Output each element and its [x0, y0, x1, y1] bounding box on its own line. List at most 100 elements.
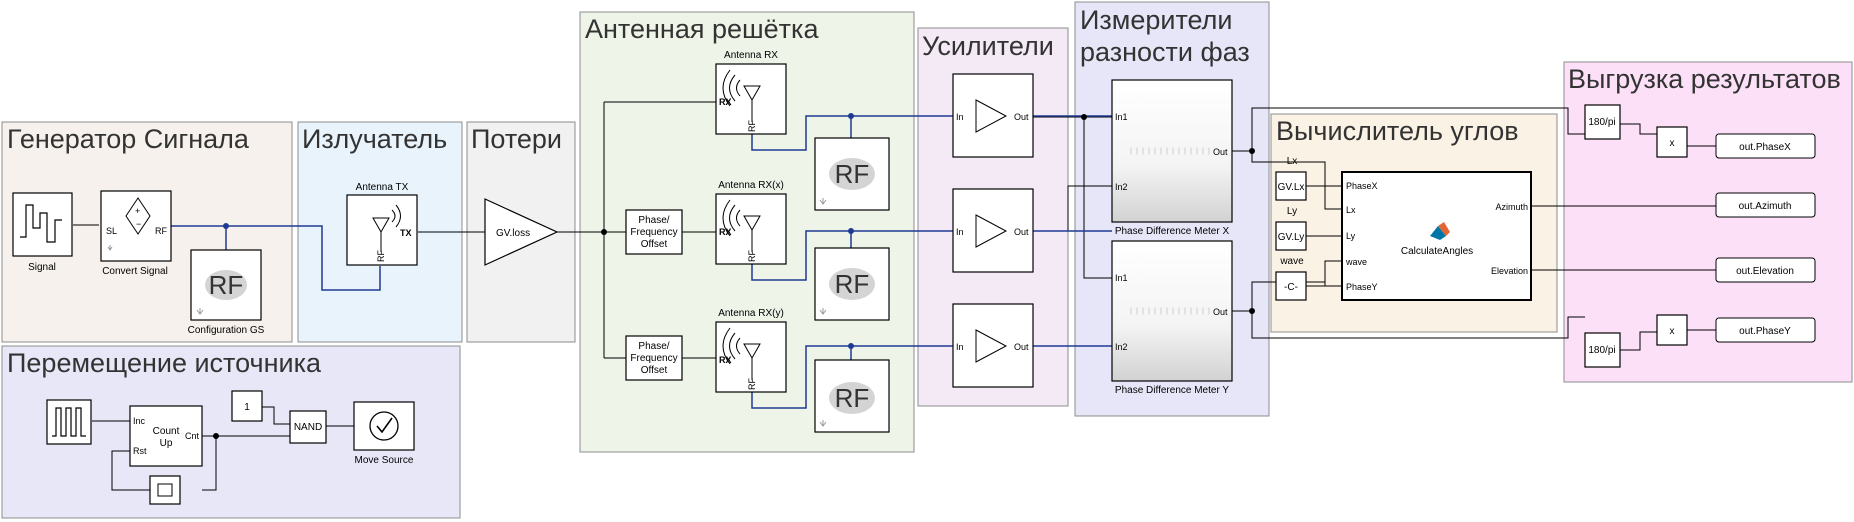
- svg-text:GV.Ly: GV.Ly: [1278, 232, 1305, 243]
- calculate-angles-block[interactable]: PhaseX Lx Ly wave PhaseY Azimuth Elevati…: [1341, 171, 1532, 301]
- svg-text:GV.Lx: GV.Lx: [1278, 182, 1305, 193]
- gain-180-pi-block-1[interactable]: 180/pi: [1584, 104, 1621, 140]
- amplifier-block-2[interactable]: In Out: [952, 188, 1034, 273]
- wave-constant[interactable]: wave -C-: [1275, 256, 1307, 301]
- configuration-gs-label: Configuration GS: [188, 325, 265, 336]
- area-title-emitter: Излучатель: [302, 124, 447, 154]
- counter-block[interactable]: Inc Rst Cnt Count Up: [129, 405, 203, 467]
- svg-text:wave: wave: [1279, 256, 1304, 267]
- antenna-tx-block[interactable]: TX RF Antenna TX: [346, 182, 418, 266]
- svg-text:In2: In2: [1115, 182, 1128, 192]
- antenna-rx-x-label: Antenna RX(x): [718, 180, 784, 191]
- svg-text:RF: RF: [747, 120, 757, 132]
- product-block-2[interactable]: x: [1656, 314, 1688, 346]
- rf-glyph: RF: [209, 270, 244, 300]
- move-source-label: Move Source: [355, 455, 414, 466]
- matlab-icon: [1430, 222, 1450, 240]
- phase-frequency-offset-block-1[interactable]: Phase/ Frequency Offset: [625, 209, 683, 255]
- antenna-rx-block[interactable]: RX RF Antenna RX: [715, 50, 787, 135]
- svg-text:PhaseY: PhaseY: [1346, 282, 1378, 292]
- svg-text:−: −: [136, 219, 141, 229]
- svg-text:Phase/: Phase/: [638, 215, 669, 226]
- svg-text:Phase/: Phase/: [638, 341, 669, 352]
- output-phasey[interactable]: out.PhaseY: [1715, 317, 1816, 343]
- antenna-rx-y-block[interactable]: RX RF Antenna RX(y): [715, 308, 787, 393]
- gain-180-pi-block-2[interactable]: 180/pi: [1584, 332, 1621, 368]
- svg-text:RF: RF: [747, 250, 757, 262]
- tx-label: TX: [400, 228, 412, 238]
- svg-text:Out: Out: [1014, 227, 1029, 237]
- amplifier-block-1[interactable]: In Out: [952, 73, 1034, 158]
- phase-difference-meter-y[interactable]: In1 In2 Out Phase Difference Meter Y: [1111, 240, 1233, 396]
- output-elevation[interactable]: out.Elevation: [1715, 257, 1816, 283]
- reset-feedback-block[interactable]: [149, 475, 181, 505]
- signal-block[interactable]: Signal: [12, 192, 73, 273]
- gv-lx-constant[interactable]: Lx GV.Lx: [1275, 156, 1307, 201]
- area-title-results-export: Выгрузка результатов: [1568, 64, 1841, 94]
- svg-text:180/pi: 180/pi: [1588, 117, 1615, 128]
- svg-text:Lx: Lx: [1346, 205, 1356, 215]
- junction-dots: [213, 113, 1255, 439]
- rx-label: RX: [719, 97, 732, 107]
- svg-text:Cnt: Cnt: [185, 431, 200, 441]
- svg-text:Frequency: Frequency: [630, 353, 677, 364]
- svg-text:Ly: Ly: [1346, 231, 1356, 241]
- svg-text:In: In: [956, 112, 964, 122]
- svg-text:x: x: [1670, 138, 1675, 149]
- svg-text:Offset: Offset: [641, 365, 668, 376]
- area-title-signal-generator: Генератор Сигнала: [7, 124, 250, 154]
- svg-text:Inc: Inc: [133, 416, 146, 426]
- svg-text:Up: Up: [160, 438, 173, 449]
- svg-text:Out: Out: [1014, 342, 1029, 352]
- amplifier-block-3[interactable]: In Out: [952, 303, 1034, 388]
- svg-text:RF: RF: [835, 269, 870, 299]
- area-title-angle-calculator: Вычислитель углов: [1276, 116, 1519, 146]
- convert-signal-block[interactable]: + − SL RF Convert Signal: [100, 190, 172, 277]
- svg-text:Azimuth: Azimuth: [1495, 202, 1528, 212]
- svg-text:NAND: NAND: [294, 422, 322, 433]
- move-source-block[interactable]: Move Source: [353, 401, 415, 466]
- product-block-1[interactable]: x: [1656, 126, 1688, 158]
- gv-loss-label: GV.loss: [496, 228, 530, 239]
- convert-signal-label: Convert Signal: [102, 266, 168, 277]
- rf-wires: [166, 115, 1112, 409]
- rx-x-label: RX: [719, 227, 732, 237]
- area-title-losses: Потери: [471, 124, 562, 154]
- svg-text:out.Elevation: out.Elevation: [1736, 266, 1794, 277]
- area-title-phase-meters-line1: Измерители: [1080, 5, 1232, 35]
- rf-config-block-1[interactable]: RF: [814, 137, 890, 211]
- output-azimuth[interactable]: out.Azimuth: [1715, 192, 1816, 218]
- svg-text:out.PhaseY: out.PhaseY: [1739, 326, 1791, 337]
- gv-loss-gain-block[interactable]: GV.loss: [484, 198, 559, 266]
- gv-ly-constant[interactable]: Ly GV.Ly: [1275, 206, 1307, 251]
- svg-text:RF: RF: [835, 159, 870, 189]
- area-title-phase-meters-line2: разности фаз: [1080, 37, 1250, 67]
- phase-difference-meter-x[interactable]: In1 In2 Out Phase Difference Meter X: [1111, 79, 1233, 237]
- rf-config-block-2[interactable]: RF: [814, 247, 890, 321]
- svg-text:-C-: -C-: [1284, 282, 1298, 293]
- svg-text:Out: Out: [1213, 307, 1228, 317]
- output-phasex[interactable]: out.PhaseX: [1715, 133, 1816, 159]
- nand-block[interactable]: NAND: [289, 410, 327, 444]
- antenna-tx-label: Antenna TX: [356, 182, 409, 193]
- constant-one-block[interactable]: 1: [231, 390, 263, 422]
- area-title-amplifiers: Усилители: [922, 31, 1054, 61]
- svg-text:wave: wave: [1345, 257, 1367, 267]
- rf-config-block-3[interactable]: RF: [814, 359, 890, 433]
- pulse-generator-block[interactable]: [46, 399, 92, 445]
- svg-text:RF: RF: [376, 250, 386, 262]
- convert-rf-label: RF: [155, 226, 167, 236]
- antenna-rx-label: Antenna RX: [724, 50, 778, 61]
- svg-text:Frequency: Frequency: [630, 227, 677, 238]
- svg-text:Lx: Lx: [1287, 156, 1298, 167]
- svg-text:In: In: [956, 342, 964, 352]
- svg-text:Elevation: Elevation: [1491, 266, 1528, 276]
- pdm-x-label: Phase Difference Meter X: [1115, 226, 1230, 237]
- svg-text:Out: Out: [1014, 112, 1029, 122]
- antenna-rx-x-block[interactable]: RX RF Antenna RX(x): [715, 180, 787, 265]
- configuration-gs-block[interactable]: RF Configuration GS: [188, 249, 265, 336]
- svg-text:1: 1: [244, 402, 250, 413]
- phase-frequency-offset-block-2[interactable]: Phase/ Frequency Offset: [625, 335, 683, 381]
- svg-text:Out: Out: [1213, 147, 1228, 157]
